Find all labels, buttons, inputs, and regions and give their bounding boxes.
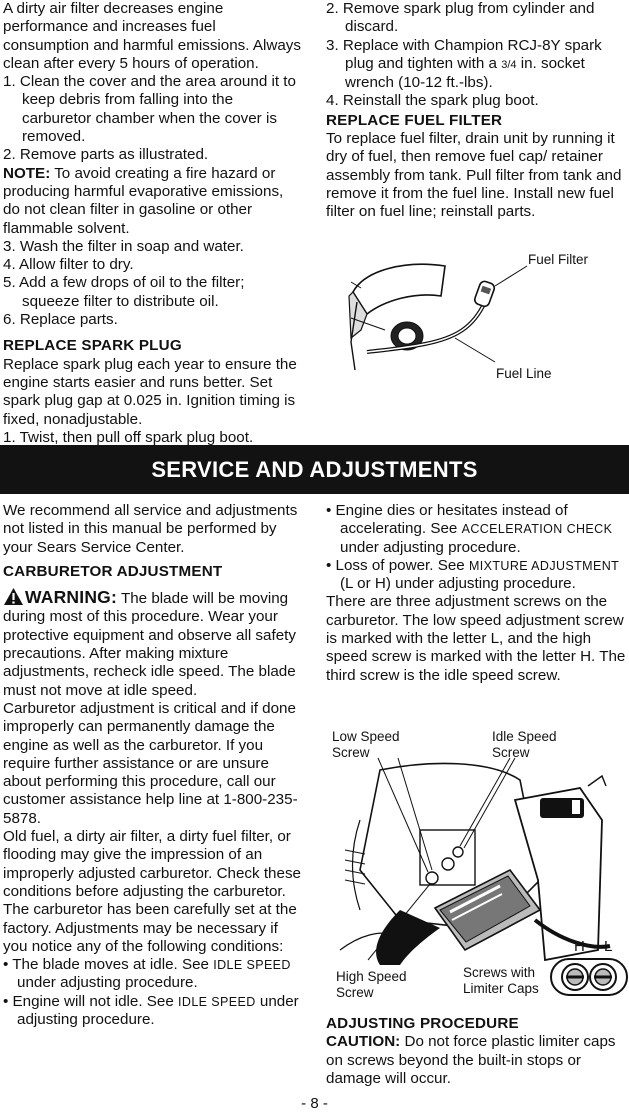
warning-label: WARNING: — [25, 587, 118, 608]
condition-bullet-4-ref: MIXTURE ADJUSTMENT — [468, 558, 620, 573]
fuel-filter-heading: REPLACE FUEL FILTER — [326, 111, 503, 129]
warning-triangle-icon — [4, 588, 23, 606]
carburetor-illustration — [339, 757, 611, 965]
note-text: To avoid creating a fire hazard or produ… — [3, 164, 284, 237]
spark-step-4: 4. Reinstall the spark plug boot. — [326, 92, 539, 110]
condition-bullet-3-tail: under adjusting procedure. — [340, 538, 521, 556]
spark-step-3-tail: in. socket wrench (10-12 ft.-lbs). — [345, 54, 585, 92]
limiter-caps-icon — [550, 958, 628, 996]
condition-bullet-2: • Engine will not idle. See IDLE SPEED u… — [3, 993, 301, 1030]
spark-step-1: 1. Twist, then pull off spark plug boot. — [3, 428, 254, 446]
carburetor-critical-paragraph: Carburetor adjustment is critical and if… — [3, 699, 298, 827]
limiter-caps-text: Screws with Limiter Caps — [463, 965, 539, 996]
condition-bullet-3: • Engine dies or hesitates instead of ac… — [326, 502, 626, 557]
spark-plug-text: Replace spark plug each year to ensure t… — [3, 355, 297, 428]
step-4-dry: 4. Allow filter to dry. — [3, 256, 134, 274]
spark-step-3-fraction: 3/4 — [501, 58, 517, 71]
right-column-top: 2. Remove spark plug from cylinder and d… — [326, 0, 626, 222]
caution-text: Do not force plastic limiter caps on scr… — [326, 1033, 616, 1087]
condition-bullet-2-text: • Engine will not idle. See — [3, 992, 179, 1010]
air-filter-intro: A dirty air filter decreases engine perf… — [3, 0, 301, 72]
fuel-filter-label: Fuel Filter — [528, 252, 589, 267]
high-speed-screw-text: High Speed Screw — [336, 969, 407, 1000]
step-5-oil: 5. Add a few drops of oil to the filter;… — [3, 274, 245, 310]
condition-bullet-3-text: • Engine dies or hesitates instead of ac… — [326, 502, 568, 538]
service-intro: We recommend all service and adjustments… — [3, 502, 298, 556]
condition-bullet-2-ref: IDLE SPEED — [178, 994, 256, 1009]
spark-step-2: 2. Remove spark plug from cylinder and d… — [326, 0, 595, 36]
adjusting-procedure-block: ADJUSTING PROCEDURE CAUTION: Do not forc… — [326, 1015, 626, 1088]
condition-bullet-4: • Loss of power. See MIXTURE ADJUSTMENT … — [326, 557, 626, 594]
low-speed-screw-label: Low Speed Screw — [332, 729, 412, 761]
condition-bullet-1-ref: IDLE SPEED — [213, 958, 291, 973]
fuel-filter-text: To replace fuel filter, drain unit by ru… — [326, 130, 622, 221]
low-speed-screw-text: Low Speed Screw — [332, 729, 400, 760]
fuel-filter-illustration — [348, 263, 528, 371]
spark-step-3-text: 3. Replace with Champion RCJ-8Y spark pl… — [326, 36, 602, 72]
l-marker-label: L — [604, 938, 613, 955]
spark-step-3: 3. Replace with Champion RCJ-8Y spark pl… — [326, 37, 626, 93]
idle-speed-screw-label: Idle Speed Screw — [492, 729, 572, 761]
condition-bullet-1-tail: under adjusting procedure. — [17, 974, 198, 992]
caution-paragraph: CAUTION: Do not force plastic limiter ca… — [326, 1033, 626, 1088]
high-speed-screw-label: High Speed Screw — [336, 969, 418, 1001]
spark-plug-heading: REPLACE SPARK PLUG — [3, 337, 182, 355]
condition-bullet-2-tail: under adjusting procedure. — [17, 992, 299, 1029]
step-2-remove-parts: 2. Remove parts as illustrated. — [3, 146, 209, 164]
h-marker-label: H — [574, 938, 585, 955]
factory-set-paragraph: The carburetor has been carefully set at… — [3, 901, 297, 955]
carburetor-heading: CARBURETOR ADJUSTMENT — [3, 562, 223, 580]
warning-text: The blade will be moving during most of … — [3, 590, 296, 699]
condition-bullet-1-text: • The blade moves at idle. See — [3, 956, 214, 974]
condition-bullet-1: • The blade moves at idle. See IDLE SPEE… — [3, 956, 301, 993]
right-column-bottom: • Engine dies or hesitates instead of ac… — [326, 502, 626, 685]
step-3-wash: 3. Wash the filter in soap and water. — [3, 237, 244, 255]
condition-bullet-4-tail: (L or H) under adjusting procedure. — [340, 575, 576, 593]
adjusting-procedure-heading: ADJUSTING PROCEDURE — [326, 1015, 519, 1032]
limiter-caps-label: Screws with Limiter Caps — [463, 965, 553, 997]
note-paragraph: NOTE: To avoid creating a fire hazard or… — [3, 165, 301, 238]
old-fuel-paragraph: Old fuel, a dirty air filter, a dirty fu… — [3, 828, 301, 900]
step-6-replace: 6. Replace parts. — [3, 311, 118, 329]
step-1-clean-cover: 1. Clean the cover and the area around i… — [3, 73, 296, 146]
idle-speed-screw-text: Idle Speed Screw — [492, 729, 557, 760]
caution-label: CAUTION: — [326, 1033, 401, 1051]
section-banner: SERVICE AND ADJUSTMENTS — [0, 445, 629, 494]
page-number: - 8 - — [301, 1095, 328, 1112]
adjustment-screws-paragraph: There are three adjustment screws on the… — [326, 593, 626, 684]
condition-bullet-3-ref: ACCELERATION CHECK — [461, 522, 613, 537]
note-label: NOTE: — [3, 164, 51, 182]
left-column-top: A dirty air filter decreases engine perf… — [3, 0, 301, 447]
condition-bullet-4-text: • Loss of power. See — [326, 556, 469, 574]
warning-paragraph: WARNING: The blade will be moving during… — [3, 587, 301, 700]
left-column-bottom: We recommend all service and adjustments… — [3, 502, 301, 1029]
fuel-line-label: Fuel Line — [496, 366, 552, 381]
